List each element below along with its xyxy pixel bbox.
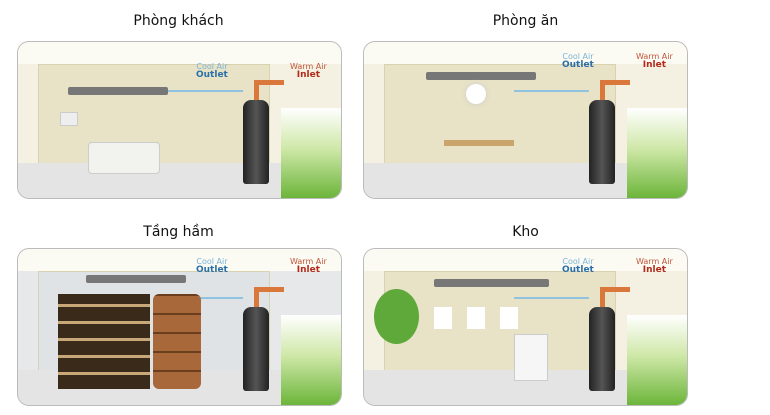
grass: [627, 108, 687, 198]
cool-pipe: [514, 90, 589, 92]
ceiling: [364, 42, 687, 64]
warm-pipe: [600, 80, 605, 102]
warm-pipe: [254, 287, 284, 292]
heat-pump-tank: [243, 100, 269, 184]
cool-pipe: [168, 297, 243, 299]
air-duct: [426, 72, 536, 80]
hanging-clothes: [434, 307, 519, 329]
air-duct: [68, 87, 168, 95]
warm-pipe: [600, 287, 605, 309]
air-duct: [86, 275, 186, 283]
air-duct: [434, 279, 549, 287]
floor-lamp: [60, 112, 78, 126]
ceiling: [364, 249, 687, 271]
washing-machine: [514, 334, 548, 381]
title-dining-room: Phòng ăn: [492, 13, 559, 29]
grass: [281, 108, 341, 198]
warm-pipe: [254, 80, 259, 102]
dining-table: [444, 140, 514, 146]
title-storage: Kho: [512, 224, 539, 240]
barrels: [153, 294, 201, 389]
warm-pipe: [600, 287, 630, 292]
wall: [384, 64, 616, 166]
title-living-room: Phòng khách: [133, 13, 224, 29]
grass: [281, 315, 341, 405]
ceiling: [18, 249, 341, 271]
warm-pipe: [254, 80, 284, 85]
tree: [374, 289, 419, 344]
ceiling: [18, 42, 341, 64]
grass: [627, 315, 687, 405]
cool-pipe: [168, 90, 243, 92]
warm-pipe: [254, 287, 259, 309]
wine-rack: [58, 294, 150, 389]
pendant-lamp: [466, 84, 486, 104]
warm-pipe: [600, 80, 630, 85]
cool-pipe: [514, 297, 589, 299]
heat-pump-tank: [589, 100, 615, 184]
heat-pump-tank: [589, 307, 615, 391]
sofa: [88, 142, 160, 174]
heat-pump-tank: [243, 307, 269, 391]
title-basement: Tầng hầm: [143, 224, 214, 240]
